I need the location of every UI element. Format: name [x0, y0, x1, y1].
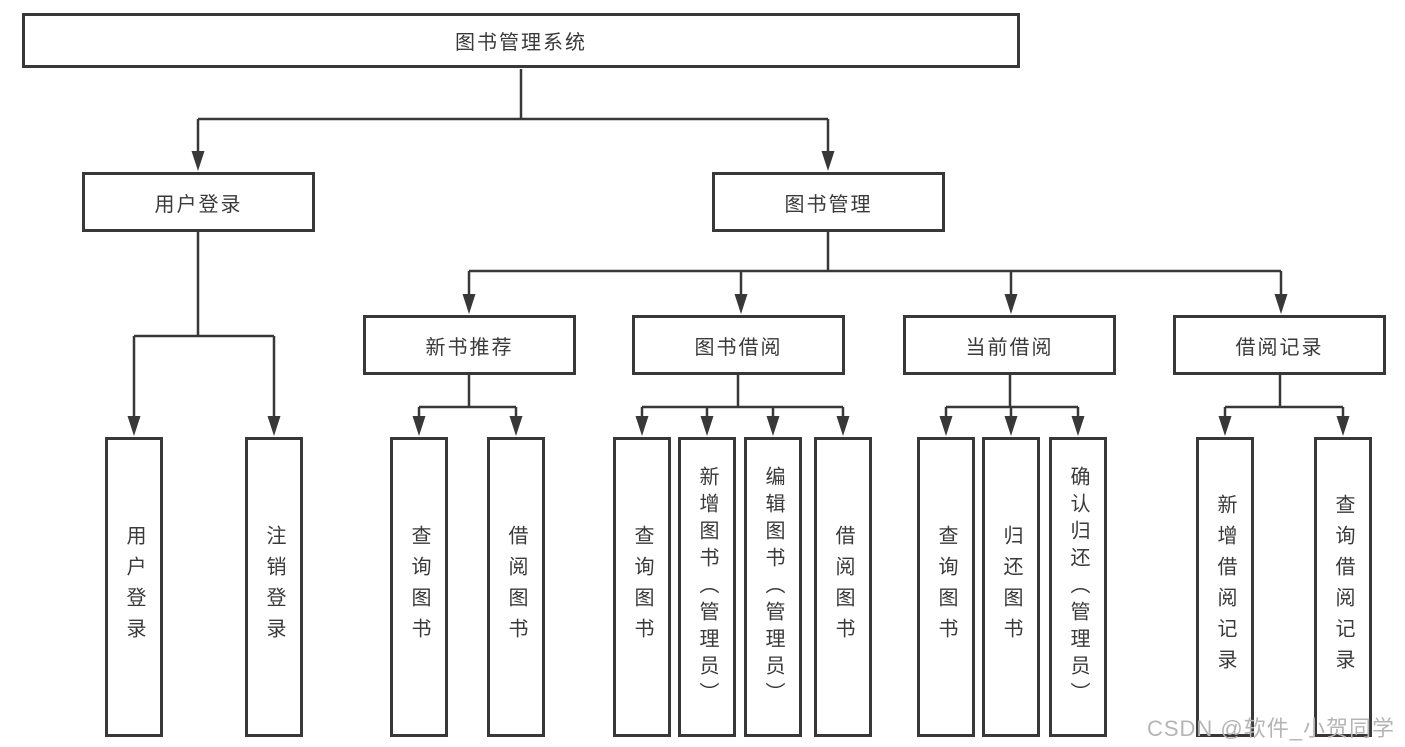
connector-book-borrow-children [635, 375, 850, 436]
node-leaf-query-books-recommend-label: 查询图书 [408, 525, 430, 649]
node-leaf-query-borrow-record: 查询借阅记录 [1314, 437, 1372, 737]
node-root-label: 图书管理系统 [455, 32, 587, 54]
csdn-watermark: CSDN @软件_小贺同学 [1146, 716, 1395, 741]
arrow-down-icon [1218, 416, 1232, 436]
node-new-book-recommend: 新书推荐 [363, 315, 576, 375]
node-leaf-return-books-label: 归还图书 [1000, 525, 1022, 649]
node-leaf-add-borrow-record: 新增借阅记录 [1196, 437, 1254, 737]
node-leaf-return-books: 归还图书 [982, 437, 1040, 737]
node-leaf-query-books-borrow: 查询图书 [613, 437, 671, 737]
node-leaf-query-books-borrow-label: 查询图书 [631, 525, 653, 649]
arrow-down-icon [462, 294, 476, 314]
arrow-down-icon [734, 294, 748, 314]
connector-new-book-recommend-children [412, 375, 523, 436]
node-book-management: 图书管理 [712, 172, 945, 232]
node-root: 图书管理系统 [22, 13, 1020, 68]
connector-current-borrow-children [939, 375, 1085, 436]
node-leaf-add-books-admin: 新增图书（管理员） [678, 437, 736, 737]
arrow-down-icon [412, 416, 426, 436]
connector-borrow-records-children [1218, 375, 1350, 436]
arrow-down-icon [836, 416, 850, 436]
node-leaf-query-books-current-label: 查询图书 [935, 525, 957, 649]
arrow-down-icon [127, 416, 141, 436]
arrow-down-icon [1336, 416, 1350, 436]
node-book-borrow-label: 图书借阅 [694, 336, 783, 359]
node-borrow-records-label: 借阅记录 [1235, 336, 1324, 359]
node-leaf-user-login-label: 用户登录 [123, 525, 145, 649]
node-new-book-recommend-label: 新书推荐 [425, 336, 514, 359]
arrow-down-icon [821, 151, 835, 171]
node-leaf-query-borrow-record-label: 查询借阅记录 [1332, 494, 1354, 680]
node-current-borrow: 当前借阅 [903, 315, 1116, 375]
node-leaf-confirm-return-admin-label: 确认归还（管理员） [1067, 465, 1089, 709]
arrow-down-icon [1071, 416, 1085, 436]
node-leaf-borrow-books-recommend-label: 借阅图书 [505, 525, 527, 649]
node-book-borrow: 图书借阅 [632, 315, 845, 375]
arrow-down-icon [191, 151, 205, 171]
arrow-down-icon [267, 416, 281, 436]
node-leaf-query-books-recommend: 查询图书 [390, 437, 448, 737]
arrow-down-icon [1274, 294, 1288, 314]
arrow-down-icon [1004, 416, 1018, 436]
node-leaf-query-books-current: 查询图书 [917, 437, 975, 737]
node-leaf-logout-label: 注销登录 [263, 525, 285, 649]
node-leaf-borrow-books-recommend: 借阅图书 [487, 437, 545, 737]
node-book-management-label: 图书管理 [784, 193, 873, 216]
node-leaf-edit-books-admin-label: 编辑图书（管理员） [762, 465, 784, 709]
node-leaf-add-books-admin-label: 新增图书（管理员） [696, 465, 718, 709]
node-leaf-logout: 注销登录 [245, 437, 303, 737]
node-leaf-borrow-books: 借阅图书 [814, 437, 872, 737]
arrow-down-icon [766, 416, 780, 436]
node-borrow-records: 借阅记录 [1173, 315, 1386, 375]
node-user-login: 用户登录 [82, 172, 315, 232]
node-leaf-confirm-return-admin: 确认归还（管理员） [1049, 437, 1107, 737]
arrow-down-icon [700, 416, 714, 436]
connector-root-to-level2 [191, 69, 835, 171]
node-user-login-label: 用户登录 [154, 193, 243, 216]
node-leaf-user-login: 用户登录 [105, 437, 163, 737]
arrow-down-icon [635, 416, 649, 436]
arrow-down-icon [939, 416, 953, 436]
arrow-down-icon [1004, 294, 1018, 314]
node-current-borrow-label: 当前借阅 [965, 336, 1054, 359]
arrow-down-icon [509, 416, 523, 436]
node-leaf-borrow-books-label: 借阅图书 [832, 525, 854, 649]
node-leaf-edit-books-admin: 编辑图书（管理员） [744, 437, 802, 737]
connector-user-login-children [127, 232, 281, 436]
node-leaf-add-borrow-record-label: 新增借阅记录 [1214, 494, 1236, 680]
connector-book-management-children [462, 232, 1288, 314]
